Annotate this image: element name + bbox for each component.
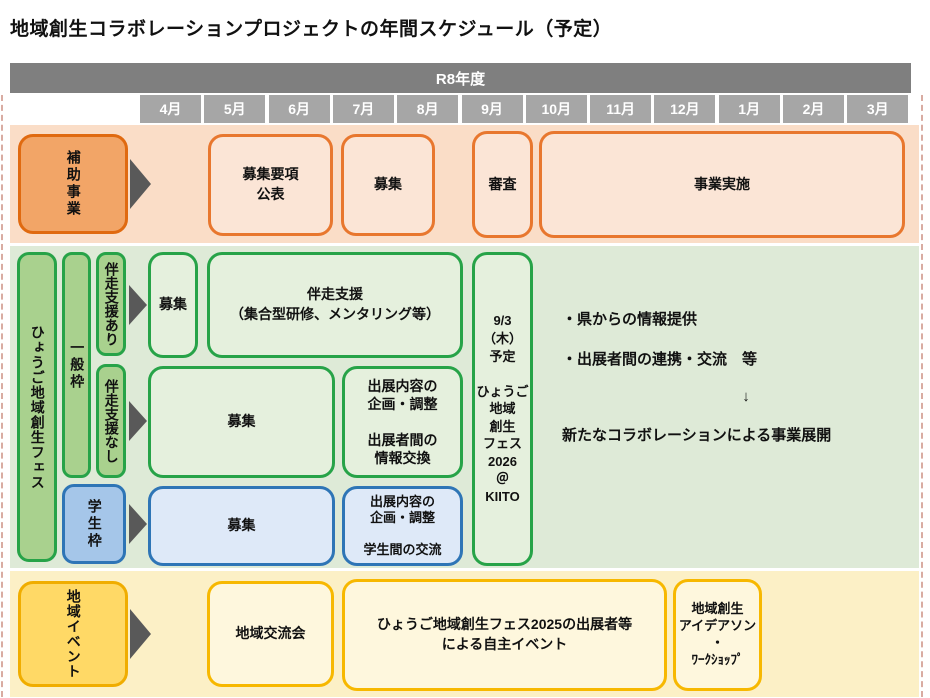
arrow-right-icon — [129, 285, 147, 325]
subsidy-band: 補助事業 募集要項 公表 募集 審査 事業実施 — [10, 125, 919, 243]
slide-edge-left — [1, 95, 3, 697]
ideathon-workshop-box: 地域創生 アイデアソン ・ ﾜｰｸｼｮｯﾌﾟ — [673, 579, 762, 691]
general-slot-label: 一般枠 — [62, 252, 91, 478]
arrow-right-icon — [130, 609, 151, 659]
student-planning-box: 出展内容の 企画・調整 学生間の交流 — [342, 486, 463, 566]
september-fes-box: 9/3 （木） 予定 ひょうご 地域 創生 フェス 2026 ＠ KIITO — [472, 252, 533, 566]
with-support-label: 伴走支援あり — [96, 252, 126, 356]
without-support-recruit-box: 募集 — [148, 366, 335, 478]
with-support-recruit-box: 募集 — [148, 252, 198, 358]
exchange-meeting-box: 地域交流会 — [207, 581, 334, 687]
month-cell: 12月 — [654, 95, 716, 123]
month-cell: 4月 — [140, 95, 201, 123]
fiscal-year-bar: R8年度 — [10, 63, 911, 93]
subsidy-recruit-box: 募集 — [341, 134, 435, 236]
page-title: 地域創生コラボレーションプロジェクトの年間スケジュール（予定） — [10, 19, 613, 40]
subsidy-implementation-box: 事業実施 — [539, 131, 905, 238]
note-line: 新たなコラボレーションによる事業展開 — [562, 427, 832, 444]
note-line: ・県からの情報提供 — [562, 311, 698, 328]
arrow-right-icon — [129, 504, 147, 544]
month-cell: 11月 — [590, 95, 652, 123]
fes-band: ひょうご地域創生フェス 一般枠 伴走支援あり 伴走支援なし 学生枠 募集 伴走支… — [10, 246, 919, 568]
month-cell: 7月 — [332, 95, 394, 123]
subsidy-screening-box: 審査 — [472, 131, 533, 238]
arrow-right-icon — [129, 401, 147, 441]
without-support-planning-box: 出展内容の 企画・調整 出展者間の 情報交換 — [342, 366, 463, 478]
with-support-program-box: 伴走支援 （集合型研修、メンタリング等） — [207, 252, 463, 358]
month-cell: 6月 — [268, 95, 330, 123]
student-recruit-box: 募集 — [148, 486, 335, 566]
fes-notes: ・県からの情報提供 ・出展者間の連携・交流 等 ↓ 新たなコラボレーションによる… — [562, 308, 930, 445]
down-arrow-icon: ↓ — [742, 388, 750, 405]
self-event-box: ひょうご地域創生フェス2025の出展者等 による自主イベント — [342, 579, 667, 691]
student-slot-label: 学生枠 — [62, 484, 126, 564]
month-cell: 5月 — [204, 95, 266, 123]
month-cell: 10月 — [525, 95, 587, 123]
without-support-label: 伴走支援なし — [96, 364, 126, 478]
month-cell: 1月 — [718, 95, 780, 123]
fes-row-label: ひょうご地域創生フェス — [17, 252, 57, 562]
subsidy-guideline-box: 募集要項 公表 — [208, 134, 333, 236]
slide-edge-right — [921, 95, 923, 697]
month-cell: 9月 — [461, 95, 523, 123]
month-cell: 3月 — [847, 95, 909, 123]
subsidy-row-label: 補助事業 — [18, 134, 128, 234]
note-line: ・出展者間の連携・交流 等 — [562, 351, 758, 368]
local-event-band: 地域イベント 地域交流会 ひょうご地域創生フェス2025の出展者等 による自主イ… — [10, 571, 919, 697]
month-cell: 8月 — [397, 95, 459, 123]
fiscal-year-label: R8年度 — [435, 70, 486, 88]
local-event-row-label: 地域イベント — [18, 581, 128, 687]
arrow-right-icon — [130, 159, 151, 209]
month-cell: 2月 — [783, 95, 844, 123]
